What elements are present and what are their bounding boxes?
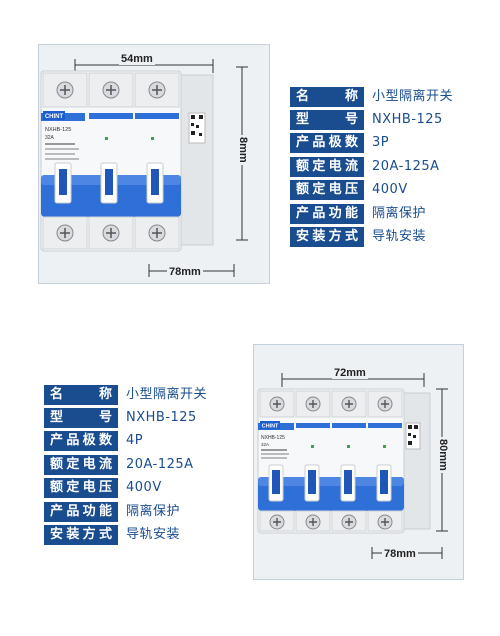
handle-band	[41, 162, 181, 217]
spec-value: 20A-125A	[126, 456, 194, 472]
spec-row: 型号 NXHB-125	[44, 406, 207, 429]
spec-row: 型号 NXHB-125	[290, 108, 453, 131]
spec-value: 400V	[126, 480, 162, 496]
spec-key: 额定电压	[290, 180, 364, 201]
bottom-terminal-row	[259, 510, 403, 532]
spec-key: 安装方式	[290, 227, 364, 248]
spec-row: 安装方式 导轨安装	[44, 523, 207, 546]
spec-value: 隔离保护	[126, 503, 181, 519]
svg-text:CHINT: CHINT	[45, 114, 64, 120]
svg-text:NXHB-125: NXHB-125	[45, 127, 71, 133]
spec-value: 隔离保护	[372, 205, 427, 221]
spec-key: 产品功能	[290, 203, 364, 224]
spec-value: 导轨安装	[126, 527, 181, 543]
spec-value: 400V	[372, 182, 408, 198]
dim-height-label: 80mm	[437, 437, 449, 473]
spec-row: 安装方式 导轨安装	[290, 225, 453, 248]
top-terminal-row	[42, 72, 180, 108]
spec-row: 额定电流 20A-125A	[290, 155, 453, 178]
spec-row: 名称 小型隔离开关	[290, 85, 453, 108]
spec-key: 产品功能	[44, 501, 118, 522]
breaker-illustration-3p: CHINT NXHB-125 32A	[40, 59, 248, 277]
spec-value: 小型隔离开关	[126, 386, 208, 402]
spec-key: 安装方式	[44, 525, 118, 546]
spec-value: 小型隔离开关	[372, 88, 454, 104]
spec-value: 20A-125A	[372, 158, 440, 174]
spec-value: NXHB-125	[372, 112, 443, 128]
spec-table-3p: 名称 小型隔离开关 型号 NXHB-125 产品极数 3P 额定电流 20A-1…	[290, 85, 453, 249]
spec-key: 额定电流	[290, 156, 364, 177]
spec-key: 型号	[290, 110, 364, 131]
spec-row: 产品功能 隔离保护	[44, 500, 207, 523]
spec-key: 名称	[44, 384, 118, 405]
dim-width-label: 54mm	[119, 53, 155, 65]
svg-text:NXHB-125: NXHB-125	[261, 435, 285, 441]
product-photo-4p: CHINT NXHB-125 32A	[253, 344, 464, 580]
spec-key: 名称	[290, 86, 364, 107]
dim-width-label: 72mm	[332, 367, 368, 379]
bottom-terminal-row	[42, 216, 180, 250]
spec-row: 额定电压 400V	[44, 477, 207, 500]
breaker-illustration-4p: CHINT NXHB-125 32A	[257, 373, 448, 559]
spec-key: 产品极数	[290, 133, 364, 154]
spec-row: 额定电流 20A-125A	[44, 453, 207, 476]
spec-key: 额定电压	[44, 478, 118, 499]
spec-row: 名称 小型隔离开关	[44, 383, 207, 406]
dim-depth-label: 78mm	[382, 548, 418, 560]
product-photo-3p: CHINT NXHB-125 32A	[38, 44, 270, 284]
spec-value: 导轨安装	[372, 229, 427, 245]
spec-value: 3P	[372, 135, 390, 151]
spec-key: 额定电流	[44, 454, 118, 475]
dim-depth-label: 78mm	[167, 266, 203, 278]
dim-height-label: 8mm	[237, 135, 249, 165]
spec-key: 型号	[44, 408, 118, 429]
spec-table-4p: 名称 小型隔离开关 型号 NXHB-125 产品极数 4P 额定电流 20A-1…	[44, 383, 207, 547]
top-terminal-row	[259, 390, 403, 418]
spec-row: 产品极数 3P	[290, 132, 453, 155]
handle-band	[258, 464, 404, 511]
svg-text:32A: 32A	[45, 135, 55, 141]
spec-value: 4P	[126, 433, 144, 449]
spec-row: 产品功能 隔离保护	[290, 202, 453, 225]
spec-key: 产品极数	[44, 431, 118, 452]
spec-row: 额定电压 400V	[290, 179, 453, 202]
spec-row: 产品极数 4P	[44, 430, 207, 453]
spec-value: NXHB-125	[126, 410, 197, 426]
svg-text:32A: 32A	[261, 442, 269, 447]
svg-text:CHINT: CHINT	[262, 424, 279, 430]
